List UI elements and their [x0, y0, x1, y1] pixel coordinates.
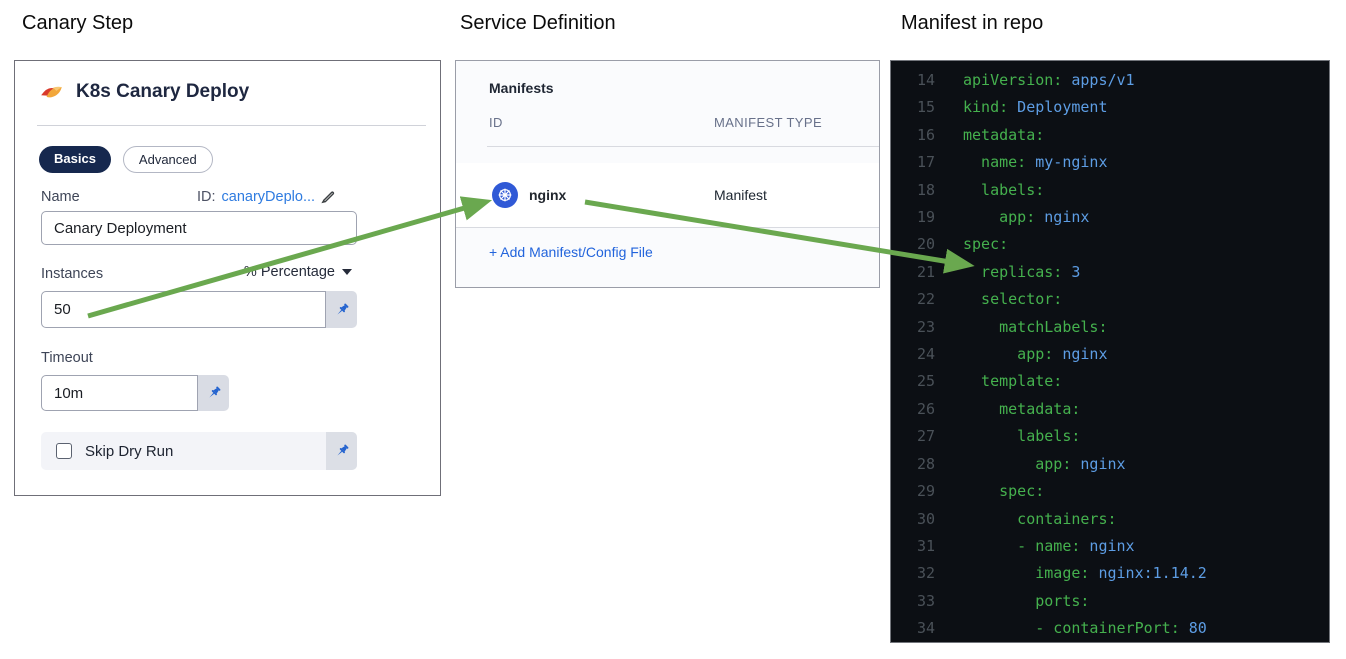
edit-pencil-icon[interactable]: [321, 190, 335, 204]
code-line: 28 app: nginx: [916, 454, 1126, 473]
pushpin-icon: [208, 386, 220, 398]
skip-dry-run-pin-button[interactable]: [326, 432, 357, 470]
timeout-label: Timeout: [41, 350, 93, 366]
code-line: 30 containers:: [916, 509, 1117, 528]
name-label: Name: [41, 189, 80, 205]
step-header: K8s Canary Deploy: [39, 79, 249, 105]
code-line: 18 labels:: [916, 180, 1045, 199]
code-line: 26 metadata:: [916, 399, 1081, 418]
code-line: 19 app: nginx: [916, 208, 1090, 227]
code-line: 27 labels:: [916, 427, 1081, 446]
step-title: K8s Canary Deploy: [76, 81, 250, 102]
code-line: 17 name: my-nginx: [916, 153, 1108, 172]
tab-advanced[interactable]: Advanced: [122, 146, 213, 173]
skip-dry-run-label: Skip Dry Run: [85, 442, 174, 460]
code-line: 21 replicas: 3: [916, 262, 1081, 281]
code-line: 34 - containerPort: 80: [916, 619, 1207, 638]
canary-step-title: Canary Step: [22, 12, 134, 34]
manifest-in-repo-title: Manifest in repo: [901, 12, 1044, 34]
canary-step-panel: K8s Canary Deploy Basics Advanced Name I…: [14, 60, 441, 496]
code-line: 33 ports:: [916, 591, 1090, 610]
column-header-manifest-type: MANIFEST TYPE: [714, 115, 823, 130]
add-manifest-link[interactable]: + Add Manifest/Config File: [489, 244, 653, 260]
column-header-id: ID: [489, 115, 503, 130]
instances-unit-label: % Percentage: [243, 264, 335, 280]
manifests-section-title: Manifests: [489, 80, 554, 96]
id-label: ID:: [197, 189, 216, 205]
code-line: 23 matchLabels:: [916, 317, 1108, 336]
instances-input[interactable]: [41, 291, 326, 328]
tab-basics[interactable]: Basics: [39, 146, 111, 173]
instances-pin-button[interactable]: [326, 291, 357, 328]
code-line: 25 template:: [916, 372, 1063, 391]
manifest-type: Manifest: [714, 187, 767, 203]
manifest-id: nginx: [529, 187, 567, 203]
code-line: 31 - name: nginx: [916, 536, 1135, 555]
pushpin-icon: [336, 444, 348, 456]
service-definition-panel: Manifests ID MANIFEST TYPE nginx Manifes…: [455, 60, 880, 288]
canary-bird-icon: [41, 86, 62, 98]
code-line: 32 image: nginx:1.14.2: [916, 564, 1207, 583]
code-line: 24 app: nginx: [916, 345, 1108, 364]
pushpin-icon: [336, 303, 348, 315]
skip-dry-run-row: Skip Dry Run: [41, 432, 357, 470]
service-definition-title: Service Definition: [460, 12, 616, 34]
skip-dry-run-checkbox[interactable]: [56, 443, 72, 459]
kubernetes-icon: [492, 182, 518, 208]
instances-unit-dropdown[interactable]: % Percentage: [244, 264, 352, 280]
code-line: 22 selector:: [916, 290, 1063, 309]
timeout-input[interactable]: [41, 375, 198, 411]
id-value-link[interactable]: canaryDeplo...: [221, 189, 316, 205]
instances-label: Instances: [41, 266, 104, 282]
name-input[interactable]: [41, 211, 357, 245]
step-tabs: Basics Advanced: [39, 146, 213, 173]
header-divider: [37, 125, 426, 126]
chevron-down-icon: [342, 269, 352, 275]
manifest-table-row[interactable]: nginx Manifest: [456, 163, 879, 228]
timeout-pin-button[interactable]: [198, 375, 229, 411]
table-header-divider: [487, 146, 879, 147]
code-line: 29 spec:: [916, 482, 1045, 501]
